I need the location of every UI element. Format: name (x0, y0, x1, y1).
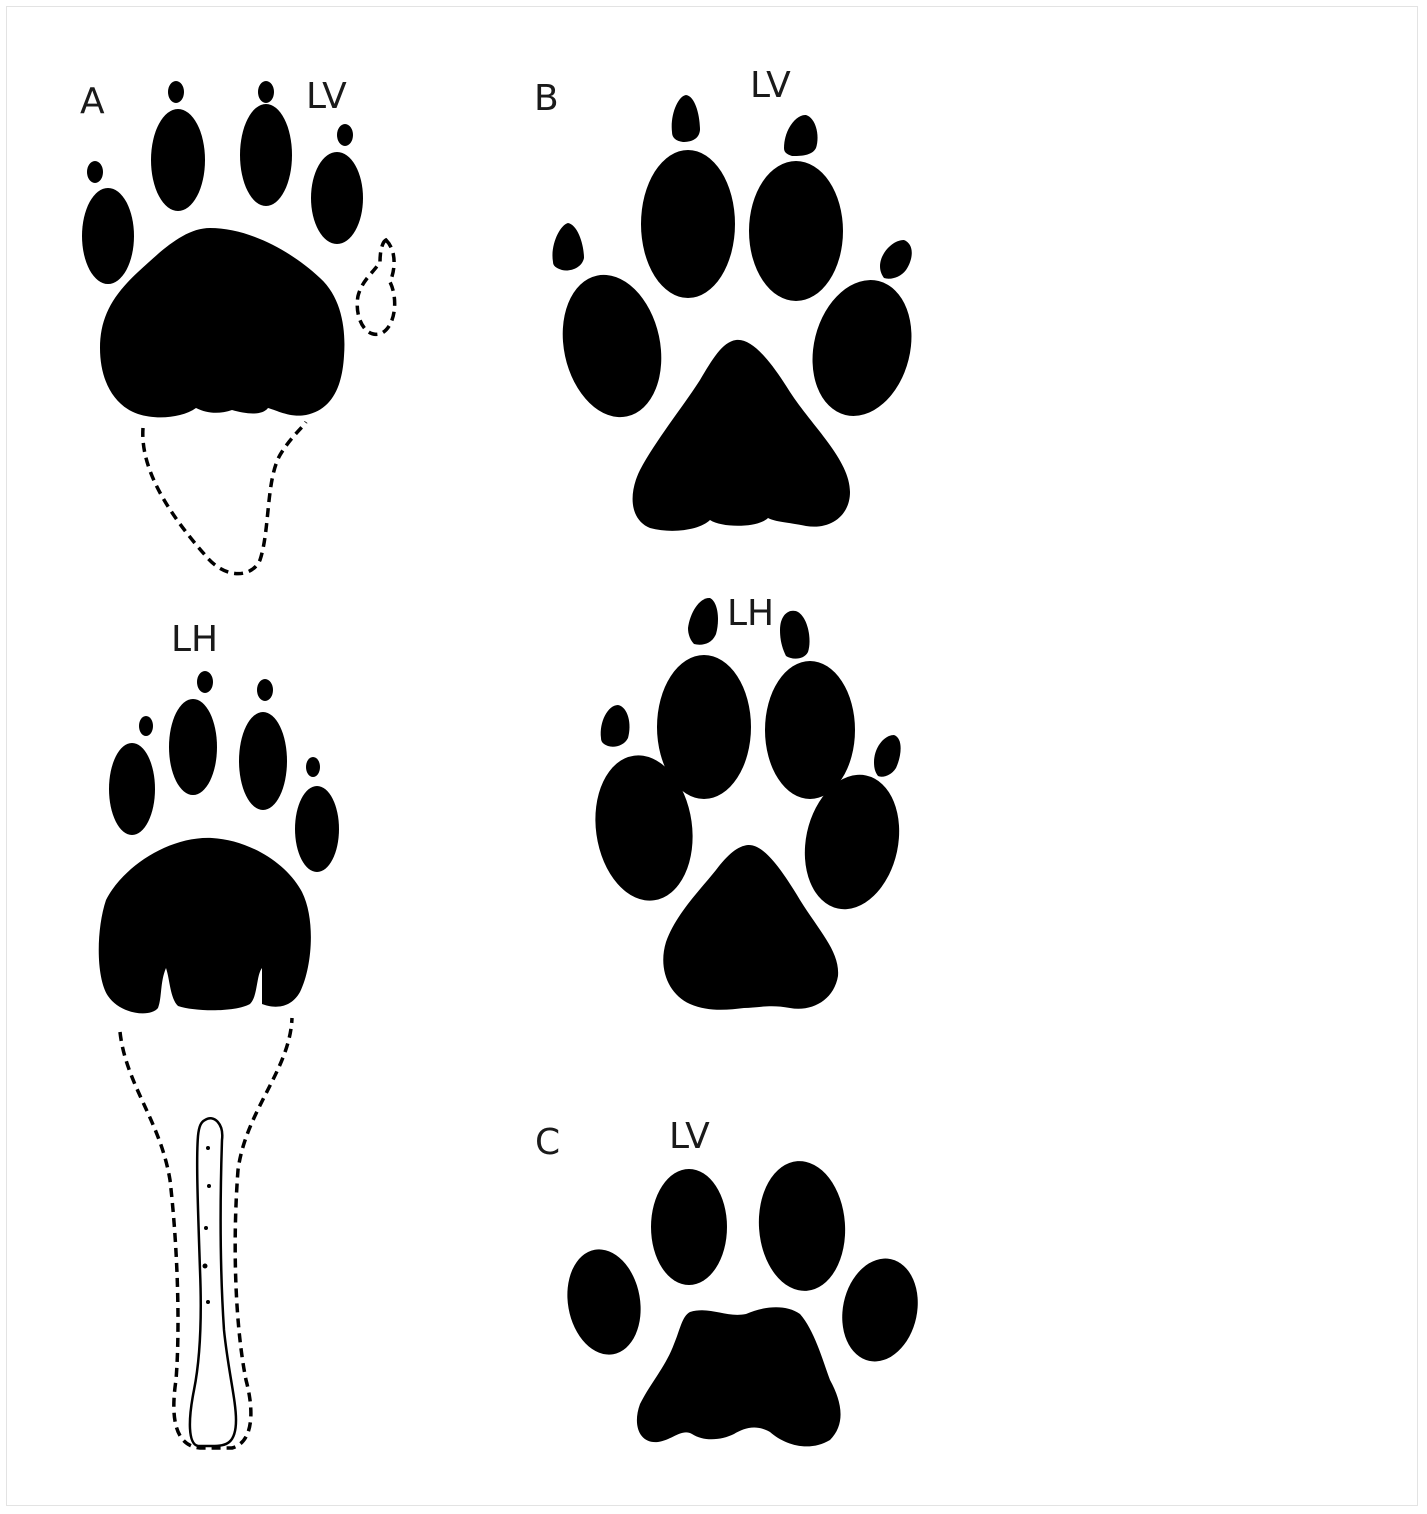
toe-pad (657, 655, 751, 799)
claw-mark (87, 161, 103, 183)
panel-c-front-print: C LV (535, 1116, 927, 1446)
panel-b-hind-print: LH (586, 593, 911, 1010)
heel-bone-outline (190, 1118, 236, 1446)
panel-b-hind-label: LH (727, 593, 774, 634)
claw-mark (552, 223, 584, 271)
toe-pad (765, 661, 855, 799)
toe-pad (550, 266, 674, 427)
claw-mark (168, 81, 184, 103)
toe-pad (641, 150, 735, 298)
claw-mark (306, 757, 320, 777)
metatarsal-outline (120, 1018, 292, 1448)
claw-mark (258, 81, 274, 103)
toe-pad (109, 743, 155, 835)
toe-pad (311, 152, 363, 244)
panel-c-front-label: LV (669, 1116, 710, 1157)
claw-mark (197, 671, 213, 693)
palm-pad (637, 1307, 841, 1446)
claw-mark (257, 679, 273, 701)
marker-dot (207, 1184, 211, 1188)
carpal-outline (143, 422, 306, 574)
panel-b-letter: B (534, 78, 559, 119)
marker-dot (206, 1146, 210, 1150)
toe-pad (240, 104, 292, 206)
panel-a-front-label: LV (306, 76, 347, 117)
panel-c-letter: C (535, 1122, 560, 1163)
claw-mark (688, 598, 718, 645)
marker-dot (204, 1226, 208, 1230)
toe-pad (749, 161, 843, 301)
marker-dot (206, 1300, 210, 1304)
dew-claw-outline (357, 240, 394, 334)
marker-dot (203, 1264, 208, 1269)
panel-a-hind-label: LH (171, 619, 218, 660)
toe-pad (651, 1169, 727, 1285)
toe-pad (559, 1244, 648, 1361)
palm-pad (100, 228, 344, 417)
toe-pad (169, 699, 217, 795)
claw-mark (337, 124, 353, 146)
panel-a-hind-print: LH (99, 619, 339, 1448)
claw-mark (601, 705, 630, 747)
claw-mark (672, 95, 700, 142)
toe-pad (755, 1158, 850, 1294)
panel-b-front-label: LV (750, 65, 791, 106)
panel-a-letter: A (80, 81, 105, 122)
toe-pad (239, 712, 287, 810)
plantar-pad (99, 838, 311, 1013)
toe-pad (151, 109, 205, 211)
claw-mark (139, 716, 153, 736)
claw-mark (780, 611, 810, 659)
claw-mark (784, 115, 818, 156)
toe-pad (295, 786, 339, 872)
panel-a-front-print: A LV (80, 76, 395, 574)
toe-pad (833, 1251, 927, 1368)
toe-pad (82, 188, 134, 284)
panel-b-front-print: B LV (534, 65, 925, 531)
claw-mark (874, 735, 901, 777)
claw-mark (880, 240, 912, 279)
